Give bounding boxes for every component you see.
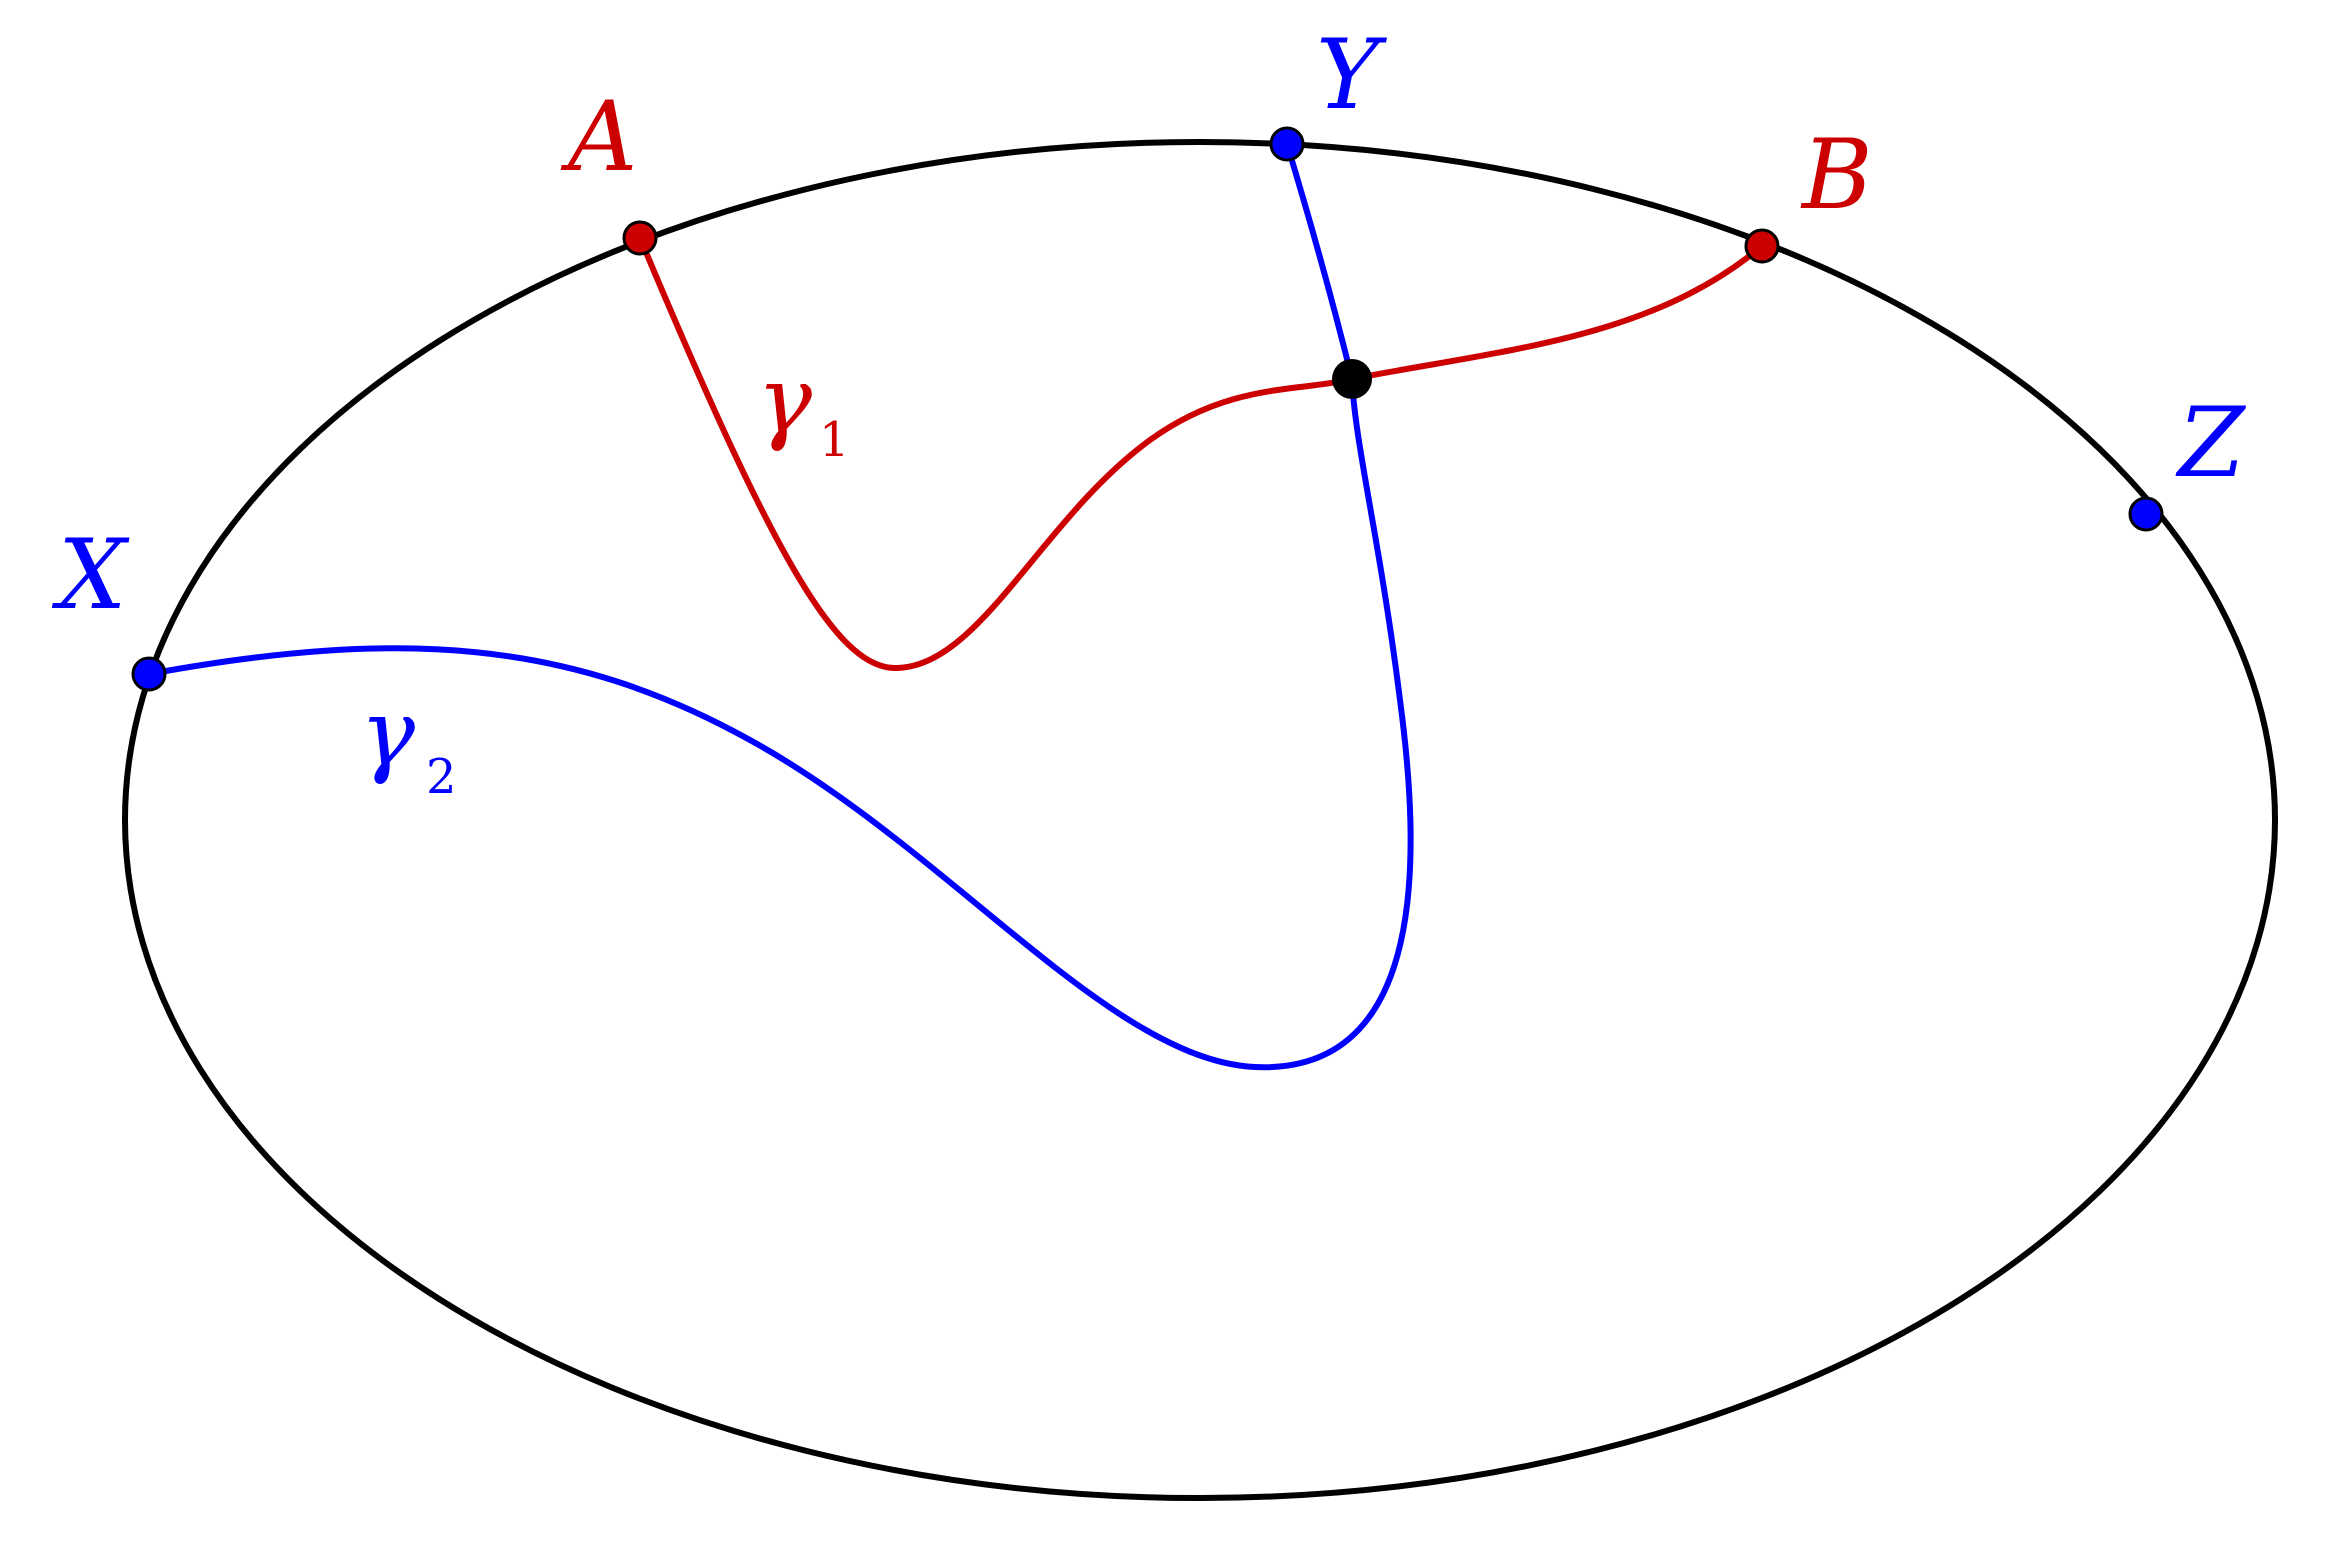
label-Z: Z [2175, 387, 2247, 499]
gamma2-curve [148, 143, 1414, 1071]
label-A: A [560, 81, 637, 193]
intersection-point [1332, 359, 1372, 399]
gamma1-label: γ [757, 347, 813, 454]
gamma1-subscript: 1 [819, 412, 850, 468]
point-A [622, 220, 658, 256]
gamma1-curve [637, 236, 1764, 672]
label-Y: Y [1316, 19, 1388, 131]
point-Z [2128, 496, 2164, 532]
gamma2-subscript: 2 [426, 749, 457, 805]
label-B: B [1800, 119, 1873, 231]
gamma2-label: γ [360, 680, 416, 787]
point-Y [1269, 126, 1305, 162]
point-B [1744, 228, 1780, 264]
point-X [131, 656, 167, 692]
boundary-ellipse [122, 139, 2278, 1501]
label-X: X [51, 519, 130, 631]
